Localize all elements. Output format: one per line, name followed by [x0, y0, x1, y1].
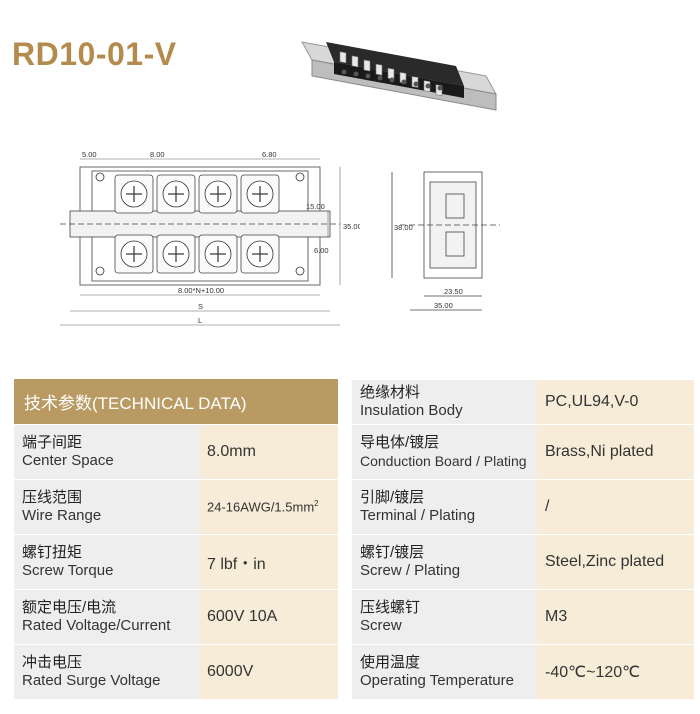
dim-right-1: 15.00: [306, 202, 325, 211]
product-photo: [301, 41, 497, 111]
right-row-label: 引脚/镀层 Terminal / Plating: [352, 479, 537, 534]
right-row-label: 导电体/镀层 Conduction Board / Plating: [352, 424, 537, 479]
left-row-label: 压线范围 Wire Range: [14, 479, 199, 534]
dim-bottom-l: L: [198, 316, 202, 325]
left-row-value: 6000V: [199, 644, 338, 699]
left-row-value: 24-16AWG/1.5mm2: [199, 479, 338, 534]
left-row-label: 额定电压/电流 Rated Voltage/Current: [14, 589, 199, 644]
dim-side-bottom-2: 35.00: [434, 301, 453, 310]
right-row-value: Brass,Ni plated: [537, 424, 694, 479]
dim-top-2: 8.00: [150, 150, 165, 159]
right-row-value: Steel,Zinc plated: [537, 534, 694, 589]
left-row-label: 端子间距 Center Space: [14, 424, 199, 479]
dim-side-bottom-1: 23.50: [444, 287, 463, 296]
dim-side-left: 38.00: [394, 223, 413, 232]
right-row-value: PC,UL94,V-0: [537, 379, 694, 424]
product-title: RD10-01-V: [12, 36, 177, 72]
dim-right-3: 35.00: [343, 222, 360, 231]
right-row-value: -40℃~120℃: [537, 644, 694, 699]
technical-data-table: 技术参数(TECHNICAL DATA) 绝缘材料 Insulation Bod…: [14, 379, 694, 699]
left-row-value: 7 lbf・in: [199, 534, 338, 589]
dim-right-2: 6.00: [314, 246, 329, 255]
left-row-value: 8.0mm: [199, 424, 338, 479]
right-row-label: 螺钉/镀层 Screw / Plating: [352, 534, 537, 589]
right-row-label: 使用温度 Operating Temperature: [352, 644, 537, 699]
right-row-value: M3: [537, 589, 694, 644]
right-row-label: 压线螺钉 Screw: [352, 589, 537, 644]
left-row-label: 冲击电压 Rated Surge Voltage: [14, 644, 199, 699]
left-row-label: 螺钉扭矩 Screw Torque: [14, 534, 199, 589]
dim-top-3: 6.80: [262, 150, 277, 159]
dim-bottom-formula: 8.00*N+10.00: [178, 286, 224, 295]
right-row-value: /: [537, 479, 694, 534]
right-row-label: 绝缘材料 Insulation Body: [352, 379, 537, 424]
side-view-drawing: 38.00 23.50 35.00: [391, 171, 500, 311]
table-header: 技术参数(TECHNICAL DATA): [14, 379, 338, 424]
dim-top-1: 5.00: [82, 150, 97, 159]
left-row-value: 600V 10A: [199, 589, 338, 644]
front-view-drawing: 5.00 8.00 6.80 15.00 6.00 35.00 8.00*N+1…: [60, 150, 360, 326]
dim-bottom-s: S: [198, 302, 203, 311]
